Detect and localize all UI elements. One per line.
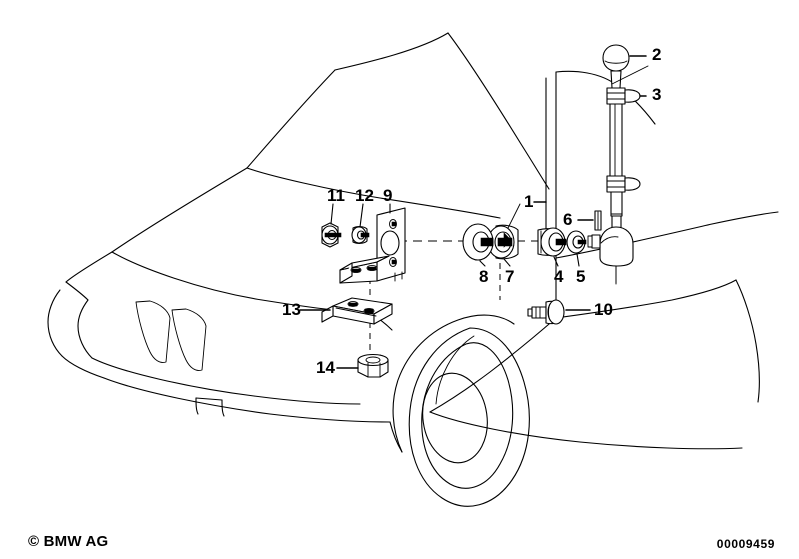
callout-14: 14 bbox=[316, 358, 335, 377]
car-body-outline bbox=[47, 32, 779, 507]
lock-nut-part14 bbox=[357, 353, 389, 378]
callout-6: 6 bbox=[563, 210, 573, 229]
antenna-mast-assembly bbox=[587, 44, 641, 284]
copyright-notice: © BMW AG bbox=[28, 533, 109, 550]
washer-part5 bbox=[566, 230, 587, 254]
mounting-bracket-part9 bbox=[339, 207, 406, 284]
callout-1: 1 bbox=[524, 192, 534, 211]
grommet-part4 bbox=[537, 227, 567, 257]
callout-4: 4 bbox=[554, 267, 564, 286]
callout-2: 2 bbox=[652, 45, 662, 64]
washer-part12 bbox=[351, 226, 370, 244]
flange-bolt-part10 bbox=[527, 299, 565, 325]
rubber-ring-part8 bbox=[462, 223, 494, 261]
lower-bracket-plate-part13 bbox=[321, 297, 393, 325]
roll-pin-part6 bbox=[594, 210, 602, 231]
callout-3: 3 bbox=[652, 85, 662, 104]
callout-8: 8 bbox=[479, 267, 489, 286]
callout-11: 11 bbox=[327, 186, 345, 205]
callout-7: 7 bbox=[505, 267, 515, 286]
hex-nut-part11 bbox=[321, 222, 342, 248]
callout-9: 9 bbox=[383, 186, 393, 205]
callout-10: 10 bbox=[594, 300, 613, 319]
callout-5: 5 bbox=[576, 267, 586, 286]
callout-leader-lines bbox=[299, 55, 649, 369]
callout-13: 13 bbox=[282, 300, 301, 319]
bushing-part7 bbox=[487, 224, 519, 260]
callout-12: 12 bbox=[355, 186, 374, 205]
diagram-number: 00009459 bbox=[716, 537, 775, 551]
